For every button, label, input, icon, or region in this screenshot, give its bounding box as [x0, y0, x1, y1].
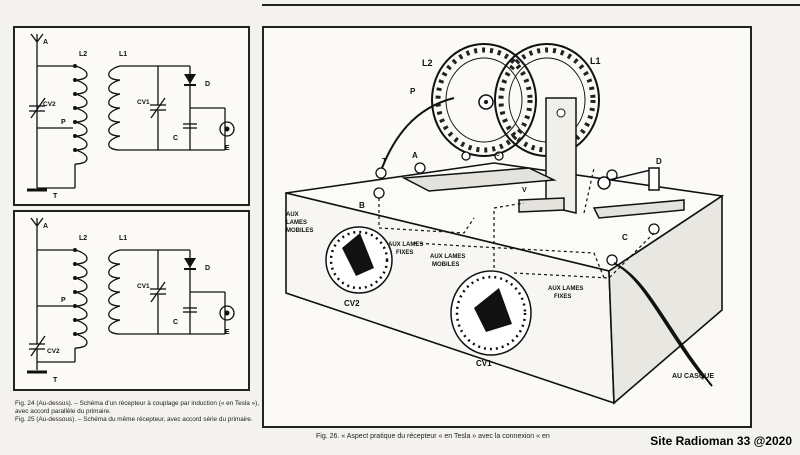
label-cv2: CV2	[344, 299, 360, 308]
label-tap: P	[61, 119, 66, 126]
label-antenna: A	[43, 39, 48, 46]
label-ground: T	[53, 193, 58, 200]
label-coil2: L2	[79, 235, 87, 242]
label-cv2: CV2	[47, 348, 60, 355]
label-cv1: CV1	[476, 359, 492, 368]
label-moving-plates-right-line2: MOBILES	[432, 262, 459, 268]
label-terminal-t: T	[382, 157, 387, 166]
label-coil2: L2	[79, 51, 87, 58]
label-cap: C	[173, 135, 178, 142]
caption-fig24-25: Fig. 24 (Au-dessus). – Schéma d'un récep…	[15, 400, 260, 424]
label-coil1: L1	[119, 51, 127, 58]
label-coil1: L1	[590, 56, 601, 66]
label-coil2: L2	[422, 58, 433, 68]
top-rule	[262, 4, 800, 6]
label-terminal-e: e	[496, 151, 500, 158]
label-terminal-a: A	[412, 151, 418, 160]
label-diode: D	[205, 81, 210, 88]
label-tap: P	[410, 87, 416, 96]
label-fixed-plates-left-line1: AUX LAMES	[388, 242, 423, 248]
label-headset: AU CASQUE	[672, 373, 714, 380]
label-moving-plates-left-line2: LAMES	[286, 220, 307, 226]
label-cv2: CV2	[43, 101, 56, 108]
caption-fig25: Fig. 25 (Au-dessous). – Schéma du même r…	[15, 416, 253, 423]
label-moving-plates-right-line1: AUX LAMES	[430, 254, 465, 260]
watermark: Site Radioman 33 @2020	[650, 434, 792, 448]
label-fixed-plates-left-line2: FIXES	[396, 250, 413, 256]
schematic-fig25-drawing: A L2 L1 CV2 CV1 P D C E T	[27, 217, 235, 384]
label-cv1: CV1	[137, 99, 150, 106]
label-earphone: E	[225, 329, 230, 336]
label-moving-plates-left: AUX LAMES MOBILES	[286, 212, 313, 234]
label-fixed-plates-right-line1: AUX LAMES	[548, 286, 583, 292]
receiver-illustration-drawing: L2 L1 P T A e V B D C CV2 CV1 AUX LAMES …	[285, 43, 725, 405]
label-cap: C	[173, 319, 178, 326]
caption-fig24: Fig. 24 (Au-dessus). – Schéma d'un récep…	[15, 400, 260, 415]
caption-fig26: Fig. 26. « Aspect pratique du récepteur …	[316, 433, 550, 440]
label-terminal-v: V	[522, 187, 527, 194]
label-diode: D	[656, 157, 662, 166]
label-fixed-plates-left: AUX LAMES FIXES	[388, 242, 425, 256]
label-earphone: E	[225, 145, 230, 152]
label-fixed-plates-right-line2: FIXES	[554, 294, 571, 300]
label-moving-plates-left-line3: MOBILES	[286, 228, 313, 234]
schematic-fig24-drawing: A L2 L1 CV2 CV1 P D C E T	[27, 33, 235, 200]
schematic-fig24: A L2 L1 CV2 CV1 P D C E T	[13, 26, 250, 206]
label-fixed-plates-right: AUX LAMES FIXES	[548, 286, 585, 300]
schematic-fig25: A L2 L1 CV2 CV1 P D C E T	[13, 210, 250, 391]
receiver-illustration-fig26: L2 L1 P T A e V B D C CV2 CV1 AUX LAMES …	[262, 26, 752, 428]
label-moving-plates-right: AUX LAMES MOBILES	[430, 254, 467, 268]
label-diode: D	[205, 265, 210, 272]
label-cv1: CV1	[137, 283, 150, 290]
label-terminal-b: B	[359, 201, 365, 210]
label-antenna: A	[43, 223, 48, 230]
label-moving-plates-left-line1: AUX	[286, 212, 299, 218]
label-coil1: L1	[119, 235, 127, 242]
label-ground: T	[53, 377, 58, 384]
label-tap: P	[61, 297, 66, 304]
label-terminal-c: C	[622, 233, 628, 242]
